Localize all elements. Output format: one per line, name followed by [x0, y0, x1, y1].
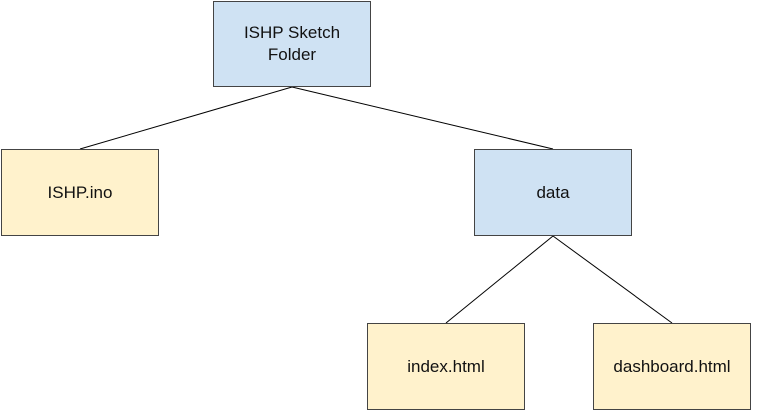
- node-label: index.html: [407, 356, 485, 376]
- edge-root-to-data: [291, 86, 554, 150]
- edge-data-to-dashboard: [552, 235, 673, 324]
- node-label: ISHP Sketch Folder: [243, 23, 341, 64]
- node-label: ISHP.ino: [47, 182, 113, 202]
- node-label: data: [536, 182, 570, 202]
- node-index-html: index.html: [367, 323, 525, 410]
- node-label: dashboard.html: [613, 356, 731, 376]
- node-ishp-ino: ISHP.ino: [1, 149, 159, 236]
- edge-root-to-ino: [79, 86, 293, 150]
- node-ishp-sketch-folder: ISHP Sketch Folder: [213, 1, 371, 87]
- node-data-folder: data: [474, 149, 632, 236]
- edge-data-to-index: [445, 235, 554, 324]
- node-dashboard-html: dashboard.html: [593, 323, 751, 410]
